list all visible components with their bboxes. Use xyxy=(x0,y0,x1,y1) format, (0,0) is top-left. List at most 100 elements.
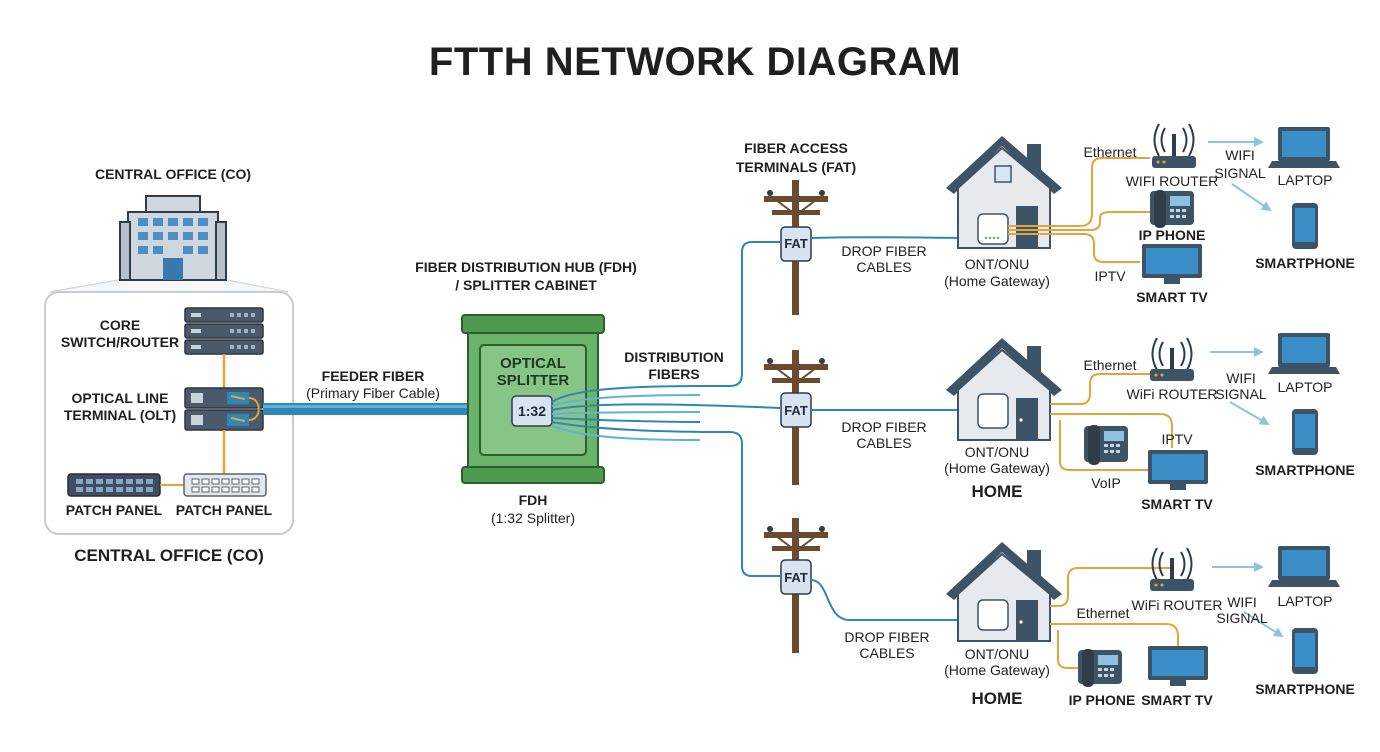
home-2-wifi-arrow-phone xyxy=(1229,401,1270,426)
ont-device-1 xyxy=(977,213,1009,245)
distribution-label-2: FIBERS xyxy=(648,366,699,382)
home-1-router-label: WIFI ROUTER xyxy=(1126,173,1219,189)
home-3-wifi-label-1: WIFI xyxy=(1227,594,1257,610)
fdh-bottom-label-2: (1:32 Splitter) xyxy=(491,510,575,526)
drop-label-1a: DROP FIBER xyxy=(841,243,926,259)
home-1-tv-label: SMART TV xyxy=(1136,289,1208,305)
home-3-ethernet-label: Ethernet xyxy=(1077,605,1130,621)
home-2-iptv-label: IPTV xyxy=(1161,431,1193,447)
patch-panel-right-icon xyxy=(183,473,267,497)
home-2-laptop-icon xyxy=(1268,333,1340,374)
diagram-title: FTTH NETWORK DIAGRAM xyxy=(429,40,961,84)
olt-label-1: OPTICAL LINE xyxy=(72,390,169,406)
distribution-label-1: DISTRIBUTION xyxy=(624,349,724,365)
core-switch-label-2: SWITCH/ROUTER xyxy=(61,334,179,350)
home-3-wifi-router-icon xyxy=(1150,547,1194,591)
home-1-wifi-label-2: SIGNAL xyxy=(1214,165,1266,181)
core-switch-label-1: CORE xyxy=(100,317,140,333)
home-2-router-label: WiFi ROUTER xyxy=(1127,386,1218,402)
patch-panel-left-icon xyxy=(67,473,161,497)
home-1-laptop-icon xyxy=(1268,127,1340,168)
ont-1-label-2: (Home Gateway) xyxy=(944,273,1050,289)
home-2-voip-label: VoIP xyxy=(1091,475,1121,491)
core-switch-icon xyxy=(184,307,264,355)
drop-label-2a: DROP FIBER xyxy=(841,419,926,435)
home-2-tv-label: SMART TV xyxy=(1141,496,1213,512)
home-2-ethernet-label: Ethernet xyxy=(1084,357,1137,373)
home-1-phone-label: IP PHONE xyxy=(1139,227,1206,243)
home-2-label: HOME xyxy=(972,482,1023,501)
olt-label-2: TERMINAL (OLT) xyxy=(64,407,176,423)
home-1-smart-tv-icon xyxy=(1142,244,1202,284)
home-1-ip-phone-icon xyxy=(1150,190,1194,228)
home-2-house-icon xyxy=(946,338,1062,441)
fat-pole-1: FAT xyxy=(764,180,828,315)
home-3-wifi-label-2: SIGNAL xyxy=(1216,610,1268,626)
feeder-label-1: FEEDER FIBER xyxy=(322,368,425,384)
splitter-ratio: 1:32 xyxy=(518,403,546,419)
co-top-label: CENTRAL OFFICE (CO) xyxy=(95,166,251,182)
ont-2-label-2: (Home Gateway) xyxy=(944,460,1050,476)
fat-label-3: FAT xyxy=(784,570,808,585)
home-1-wifi-router-icon xyxy=(1152,123,1196,168)
home-3-laptop-label: LAPTOP xyxy=(1278,593,1333,609)
central-office-section: CENTRAL OFFICE (CO) CORE SWITCH/ROUTER xyxy=(44,166,294,565)
optical-splitter-label-2: SPLITTER xyxy=(497,372,570,389)
home-3-smart-tv-icon xyxy=(1148,646,1208,686)
home-2-smartphone-icon xyxy=(1292,409,1318,455)
home-3-laptop-icon xyxy=(1268,546,1340,587)
fat-box-1 xyxy=(780,226,812,262)
home-1-smartphone-label: SMARTPHONE xyxy=(1255,255,1355,271)
fat-header-1: FIBER ACCESS xyxy=(744,140,848,156)
home-1-iptv-label: IPTV xyxy=(1094,268,1126,284)
drop-label-3b: CABLES xyxy=(859,645,914,661)
ont-device-3 xyxy=(977,599,1009,631)
fat-pole-3: FAT xyxy=(764,518,828,653)
patch-panel-right-label: PATCH PANEL xyxy=(176,502,273,518)
home-1-copper-lines xyxy=(1008,157,1150,263)
fat-label-1: FAT xyxy=(784,236,808,251)
home-2-smart-tv-icon xyxy=(1148,450,1208,490)
fat-pole-2: FAT xyxy=(764,350,828,485)
home-1-wifi-label-1: WIFI xyxy=(1225,147,1255,163)
distribution-fibers xyxy=(551,241,781,577)
home-1-wifi-arrow-phone xyxy=(1231,183,1272,212)
fat-label-2: FAT xyxy=(784,403,808,418)
ont-3-label-1: ONT/ONU xyxy=(965,646,1030,662)
home-2-wifi-router-icon xyxy=(1150,337,1194,381)
feeder-fiber: FEEDER FIBER (Primary Fiber Cable) xyxy=(263,368,485,415)
home-3-house-icon xyxy=(946,542,1062,642)
fat-box-3 xyxy=(780,559,812,595)
ont-device-2 xyxy=(977,393,1009,429)
drop-label-1b: CABLES xyxy=(856,259,911,275)
co-bottom-label: CENTRAL OFFICE (CO) xyxy=(74,546,264,565)
ont-1-label-1: ONT/ONU xyxy=(965,256,1030,272)
home-3-smartphone-icon xyxy=(1292,628,1318,674)
fat-header-2: TERMINALS (FAT) xyxy=(736,159,856,175)
home-2-laptop-label: LAPTOP xyxy=(1278,379,1333,395)
home-2-wifi-label-1: WIFI xyxy=(1226,370,1256,386)
home-1-house-icon xyxy=(946,136,1062,249)
home-3-router-label: WiFi ROUTER xyxy=(1132,597,1223,613)
olt-icon xyxy=(184,387,264,431)
home-2-voip-phone-icon xyxy=(1084,425,1128,465)
home-3-phone-label: IP PHONE xyxy=(1069,692,1136,708)
home-2-copper-lines xyxy=(1050,373,1173,471)
home-2-wifi-label-2: SIGNAL xyxy=(1215,386,1267,402)
home-2-smartphone-label: SMARTPHONE xyxy=(1255,462,1355,478)
home-3-ip-phone-icon xyxy=(1078,649,1122,687)
home-1-laptop-label: LAPTOP xyxy=(1278,172,1333,188)
drop-label-2b: CABLES xyxy=(856,435,911,451)
feeder-fiber-highlight xyxy=(263,405,485,408)
ont-3-label-2: (Home Gateway) xyxy=(944,662,1050,678)
drop-label-3a: DROP FIBER xyxy=(844,629,929,645)
home-1-ethernet-label: Ethernet xyxy=(1084,144,1137,160)
home-3-copper-lines xyxy=(1050,567,1179,669)
ont-2-label-1: ONT/ONU xyxy=(965,444,1030,460)
fdh-section: FIBER DISTRIBUTION HUB (FDH) / SPLITTER … xyxy=(415,259,637,526)
home-3-tv-label: SMART TV xyxy=(1141,692,1213,708)
feeder-label-2: (Primary Fiber Cable) xyxy=(306,385,440,401)
fdh-title-2: / SPLITTER CABINET xyxy=(455,277,597,293)
optical-splitter-label-1: OPTICAL xyxy=(500,355,566,372)
